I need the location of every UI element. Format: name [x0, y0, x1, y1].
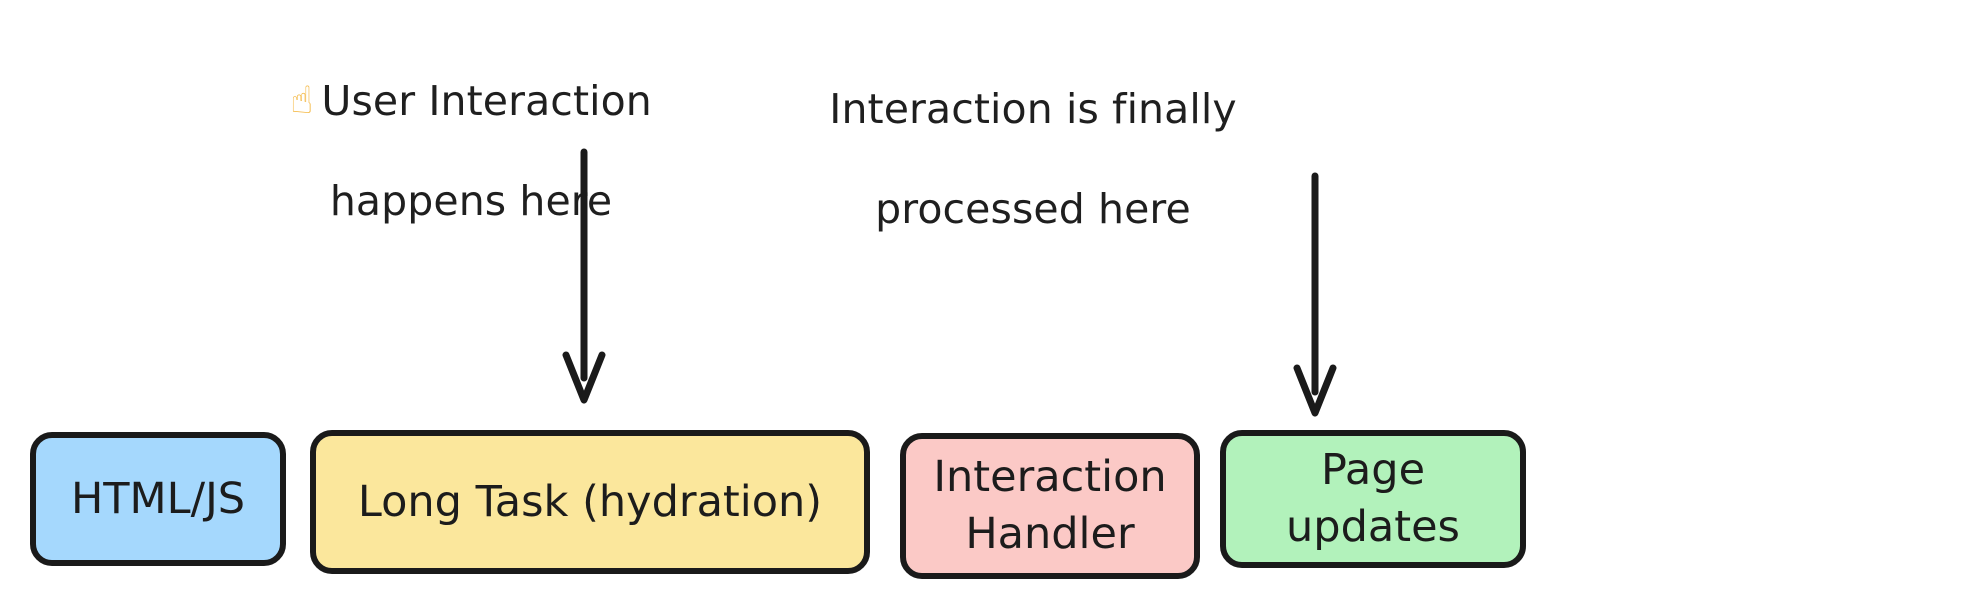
annotation-interaction-processed-line-1: Interaction is finally	[829, 85, 1237, 134]
node-interaction-handler-label: Interaction Handler	[933, 452, 1167, 559]
pointing-up-finger-icon: ☝	[290, 78, 314, 123]
arrow-to-interaction-handler-head	[1293, 364, 1337, 417]
annotation-interaction-processed-line-2: processed here	[875, 185, 1191, 234]
node-page-updates[interactable]: Page updates	[1220, 430, 1526, 568]
annotation-user-interaction: ☝User Interaction happens here	[246, 26, 696, 276]
arrow-to-long-task-head	[562, 351, 606, 404]
node-interaction-handler[interactable]: Interaction Handler	[900, 433, 1200, 579]
node-html-js-label: HTML/JS	[70, 473, 246, 524]
annotation-user-interaction-line-2: happens here	[329, 177, 613, 226]
node-html-js[interactable]: HTML/JS	[30, 432, 286, 566]
arrow-to-interaction-handler	[1293, 172, 1337, 417]
annotation-interaction-processed: Interaction is finally processed here	[812, 34, 1254, 284]
node-long-task[interactable]: Long Task (hydration)	[310, 430, 870, 574]
node-page-updates-label: Page updates	[1286, 445, 1460, 552]
annotation-user-interaction-line-1: ☝User Interaction	[246, 76, 696, 126]
node-long-task-label: Long Task (hydration)	[357, 476, 823, 527]
annotation-user-interaction-text-1: User Interaction	[321, 77, 652, 126]
